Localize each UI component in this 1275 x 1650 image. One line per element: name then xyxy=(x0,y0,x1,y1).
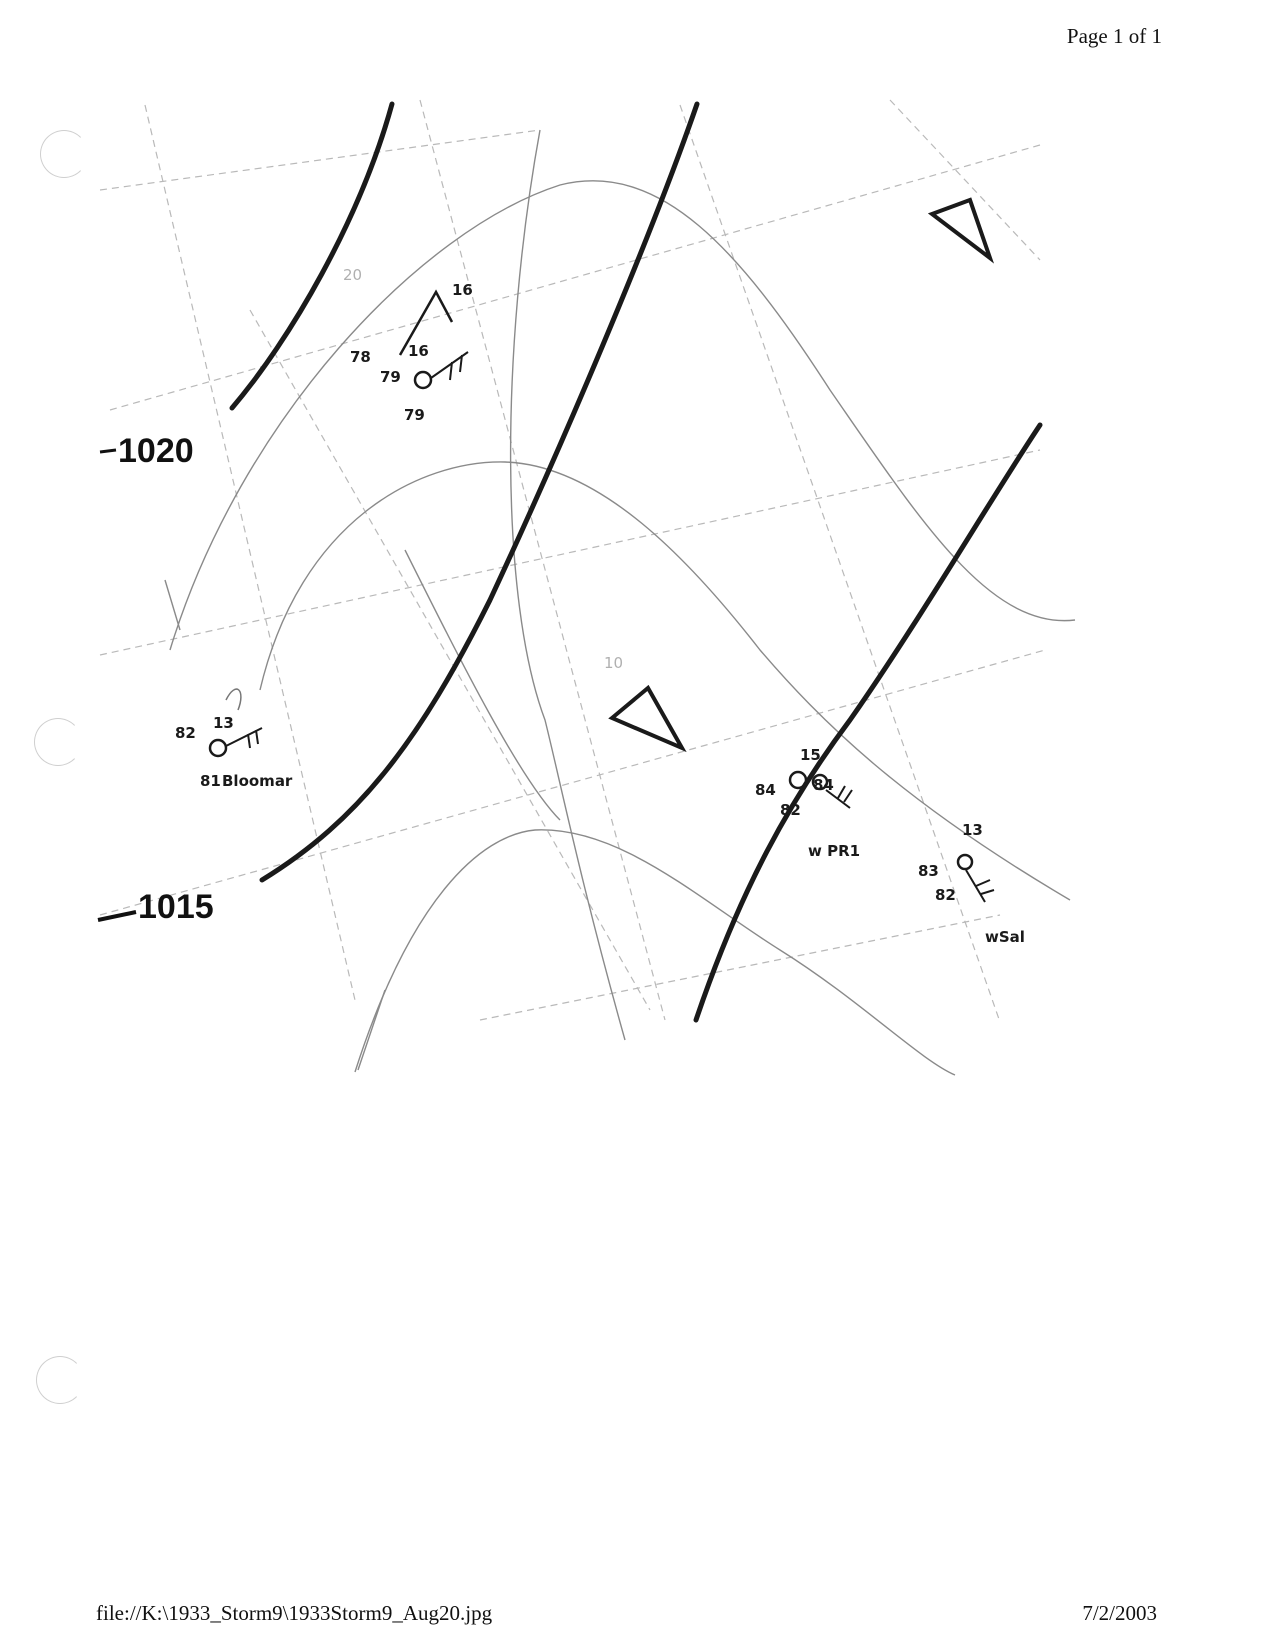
station-value: 82 xyxy=(175,724,196,742)
grid-label: 10 xyxy=(604,654,623,672)
station-plot: 82 13 81 Bloomar xyxy=(175,688,293,790)
punch-hole xyxy=(36,1356,84,1404)
station-plot: 84 15 84 82 w PR1 xyxy=(755,746,860,860)
station-value: 13 xyxy=(213,714,234,732)
station-value: 16 xyxy=(452,281,473,299)
pencil-contours xyxy=(164,129,1076,1076)
station-value: 84 xyxy=(755,781,776,799)
station-name: Bloomar xyxy=(222,772,293,790)
grid-label: 20 xyxy=(343,266,362,284)
isobar-east xyxy=(693,422,1043,1023)
station-name: wSal xyxy=(985,928,1025,946)
print-date: 7/2/2003 xyxy=(1082,1601,1157,1625)
isobar-tick xyxy=(99,448,117,454)
isobar-label-1020: 1020 xyxy=(118,432,194,470)
station-value: 79 xyxy=(380,368,401,386)
isobar-label-1015: 1015 xyxy=(138,888,214,926)
station-value: 82 xyxy=(935,886,956,904)
low-pressure-triangle-icon xyxy=(608,684,687,753)
file-path: file://K:\1933_Storm9\1933Storm9_Aug20.j… xyxy=(96,1601,493,1625)
page-number: Page 1 of 1 xyxy=(1066,24,1162,48)
station-plot: 78 79 16 16 79 xyxy=(350,281,473,424)
isobar-1015 xyxy=(259,101,700,883)
station-name: w PR1 xyxy=(808,842,860,860)
isobar-1020 xyxy=(229,101,395,411)
isobar-tick xyxy=(97,910,137,922)
station-value: 81 xyxy=(200,772,221,790)
low-pressure-triangle-icon xyxy=(927,197,995,264)
punch-hole xyxy=(40,130,88,178)
station-value: 13 xyxy=(962,821,983,839)
station-value: 78 xyxy=(350,348,371,366)
station-value: 16 xyxy=(408,342,429,360)
station-value: 82 xyxy=(780,801,801,819)
station-value: 15 xyxy=(800,746,821,764)
punch-hole xyxy=(34,718,82,766)
map-grid xyxy=(99,99,1046,1023)
station-value: 79 xyxy=(404,406,425,424)
station-plot: 83 13 82 wSal xyxy=(918,821,1025,946)
station-value: 83 xyxy=(918,862,939,880)
station-value: 84 xyxy=(813,776,834,794)
